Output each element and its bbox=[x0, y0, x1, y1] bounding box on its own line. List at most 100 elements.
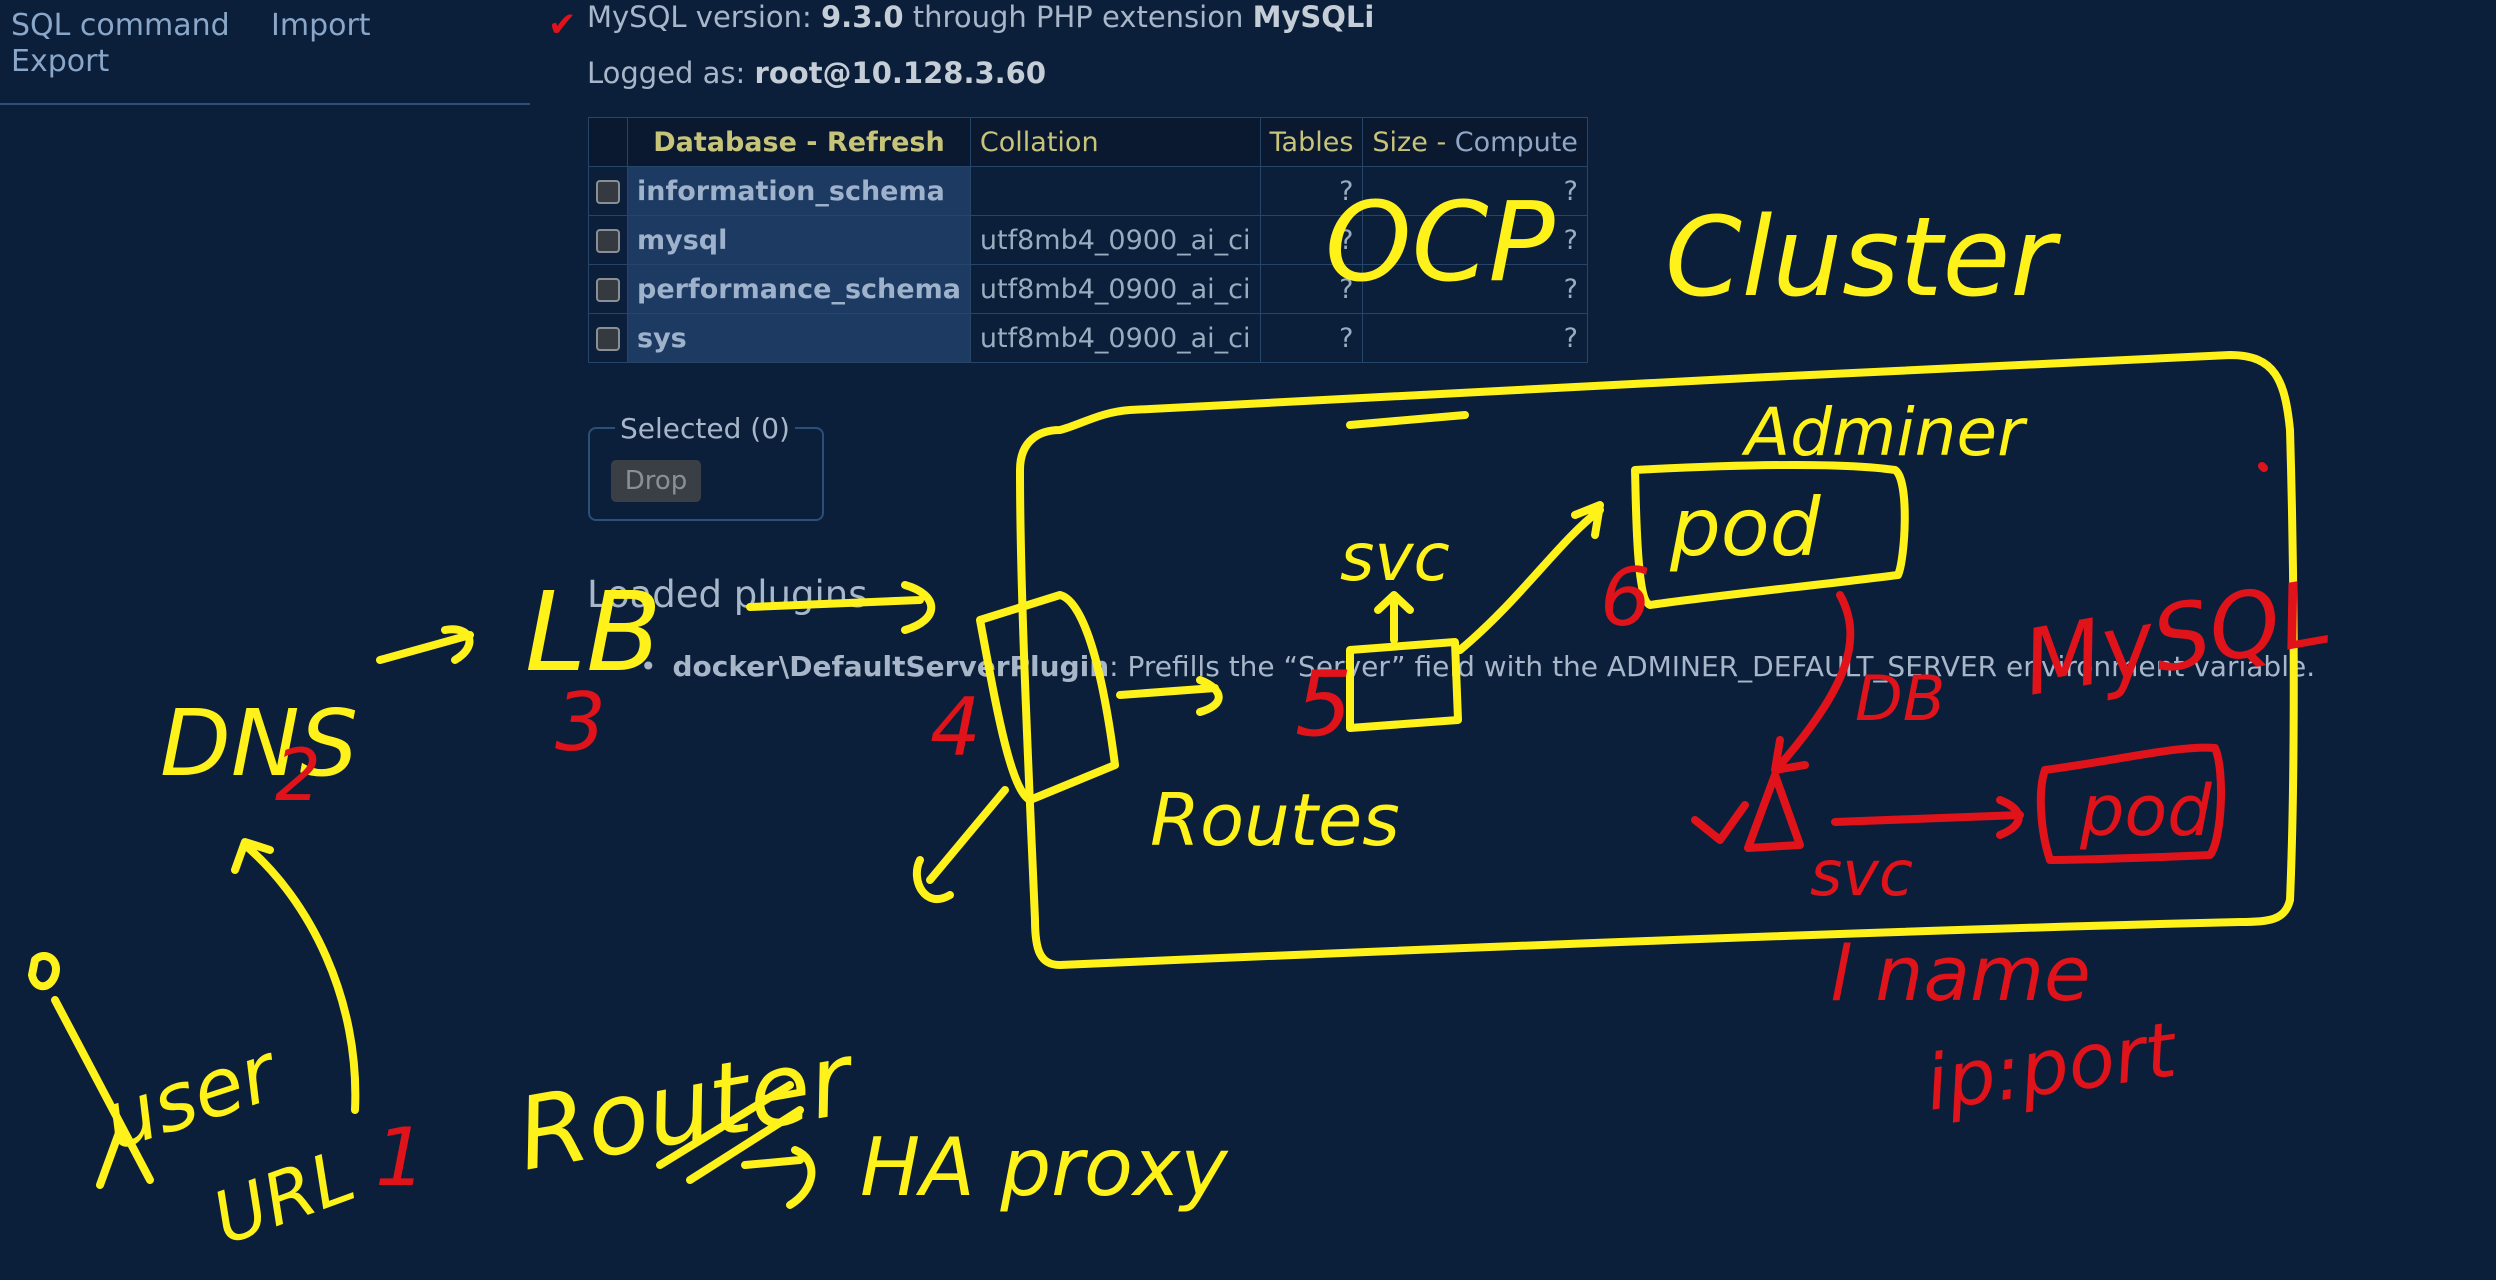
ocp-label: OCP bbox=[1325, 178, 1555, 306]
collation-cell: utf8mb4_0900_ai_ci bbox=[969, 313, 1261, 363]
router-shape bbox=[976, 591, 1119, 804]
user-label: user bbox=[92, 1024, 292, 1168]
table-row: information_schema ? ? bbox=[588, 166, 1588, 216]
tables-count-cell: ? bbox=[1259, 264, 1364, 314]
svc-bottom-label: svc bbox=[1810, 837, 1913, 910]
compute-link[interactable]: Compute bbox=[1454, 126, 1578, 158]
step-3: 3 bbox=[555, 676, 606, 769]
logged-as-label: Logged as: bbox=[587, 56, 746, 90]
tables-count-cell: ? bbox=[1259, 215, 1364, 265]
step-6: 6 bbox=[1600, 551, 1651, 644]
database-column-header: Database - Refresh bbox=[627, 117, 971, 167]
plugin-name: docker\DefaultServerPlugin bbox=[672, 650, 1110, 683]
haproxy-label: HA proxy bbox=[860, 1121, 1229, 1214]
dns-label: DNS bbox=[160, 690, 358, 797]
svc-arrow-up bbox=[1374, 591, 1414, 644]
db-label: DB bbox=[1855, 662, 1945, 735]
mysql-version-line: MySQL version: 9.3.0 through PHP extensi… bbox=[587, 0, 1374, 34]
mysql-version-label: MySQL version: bbox=[587, 0, 812, 34]
php-extension-label: through PHP extension bbox=[912, 0, 1244, 34]
checkmark-icon: ✔ bbox=[548, 5, 577, 45]
user-stick-figure bbox=[28, 952, 154, 1189]
database-table: Database - Refresh Collation Tables Size… bbox=[588, 117, 1588, 363]
tables-column-header: Tables bbox=[1259, 117, 1364, 167]
sidebar-divider bbox=[0, 103, 530, 105]
plugin-list-item: • docker\DefaultServerPlugin: Prefills th… bbox=[640, 650, 2315, 683]
adminer-pod-box bbox=[1631, 461, 1909, 609]
size-cell: ? bbox=[1362, 166, 1588, 216]
mysql-version-value: 9.3.0 bbox=[821, 0, 904, 34]
cluster-label: Cluster bbox=[1665, 193, 2061, 321]
database-name-link[interactable]: performance_schema bbox=[627, 264, 971, 314]
table-row: mysql utf8mb4_0900_ai_ci ? ? bbox=[588, 215, 1588, 265]
database-name-link[interactable]: mysql bbox=[627, 215, 971, 265]
refresh-link[interactable]: Refresh bbox=[826, 126, 945, 158]
arrow-lb-router bbox=[746, 581, 936, 634]
database-name-link[interactable]: information_schema bbox=[627, 166, 971, 216]
collation-column-header: Collation bbox=[969, 117, 1261, 167]
sidebar-link-export[interactable]: Export bbox=[11, 44, 110, 79]
tables-count-cell: ? bbox=[1259, 313, 1364, 363]
arrow-svc-pod bbox=[1456, 501, 1604, 654]
sidebar-link-import[interactable]: Import bbox=[271, 8, 371, 43]
cluster-top-line bbox=[1346, 411, 1469, 429]
row-checkbox-cell bbox=[588, 215, 628, 265]
underline-router bbox=[656, 1081, 804, 1184]
table-header-row: Database - Refresh Collation Tables Size… bbox=[588, 117, 1588, 167]
database-name-link[interactable]: sys bbox=[627, 313, 971, 363]
row-checkbox[interactable] bbox=[596, 278, 620, 302]
sidebar-link-sql-command[interactable]: SQL command bbox=[11, 8, 230, 43]
arrow-router-haproxy bbox=[741, 1146, 816, 1209]
svc-top-label: svc bbox=[1340, 519, 1450, 596]
size-column-header: Size - Compute bbox=[1362, 117, 1588, 167]
logged-user: root@10.128.3.60 bbox=[754, 56, 1047, 90]
lb-label: LB bbox=[525, 568, 662, 696]
table-row: performance_schema utf8mb4_0900_ai_ci ? … bbox=[588, 264, 1588, 314]
size-cell: ? bbox=[1362, 313, 1588, 363]
bullet-icon: • bbox=[640, 650, 657, 683]
row-checkbox[interactable] bbox=[596, 229, 620, 253]
adminer-label: Adminer bbox=[1741, 394, 2028, 471]
checkmark-mark bbox=[1691, 801, 1749, 844]
php-extension-value: MySQLi bbox=[1252, 0, 1375, 34]
arrow-svc-mysqlpod bbox=[1831, 796, 2024, 839]
sidebar-links: SQL command Import Export bbox=[11, 8, 531, 79]
collation-cell: utf8mb4_0900_ai_ci bbox=[969, 264, 1261, 314]
table-row: sys utf8mb4_0900_ai_ci ? ? bbox=[588, 313, 1588, 363]
size-header-label: Size bbox=[1372, 126, 1428, 158]
loaded-plugins-heading: Loaded plugins bbox=[587, 573, 868, 616]
svc-box bbox=[1346, 638, 1462, 732]
drop-button[interactable]: Drop bbox=[611, 460, 701, 502]
arrow-router-routes bbox=[1116, 676, 1223, 716]
lname-label: l name bbox=[1830, 929, 2091, 1018]
red-dot bbox=[2258, 462, 2268, 472]
url-label: URL bbox=[202, 1133, 365, 1261]
size-cell: ? bbox=[1362, 264, 1588, 314]
arrow-pod-svc bbox=[1771, 591, 1855, 774]
row-checkbox[interactable] bbox=[596, 327, 620, 351]
step-5: 5 bbox=[1295, 652, 1352, 757]
ipport-label: ip:port bbox=[1920, 1004, 2184, 1127]
step-2: 2 bbox=[275, 733, 321, 817]
arrow-router-down bbox=[912, 786, 1009, 904]
size-cell: ? bbox=[1362, 215, 1588, 265]
database-header-link[interactable]: Database bbox=[653, 126, 797, 158]
routes-label: Routes bbox=[1150, 778, 1400, 862]
selected-legend: Selected (0) bbox=[615, 412, 795, 445]
logged-as-line: Logged as: root@10.128.3.60 bbox=[587, 56, 1046, 90]
step-1: 1 bbox=[375, 1111, 426, 1204]
svc-triangle bbox=[1744, 771, 1804, 852]
plugin-description: : Prefills the “Server” field with the A… bbox=[1109, 650, 2316, 683]
step-4: 4 bbox=[930, 681, 981, 774]
row-checkbox-cell bbox=[588, 166, 628, 216]
mysql-pod-box bbox=[2036, 743, 2225, 864]
tables-count-cell: ? bbox=[1259, 166, 1364, 216]
pod-top-label: pod bbox=[1669, 481, 1822, 574]
row-checkbox[interactable] bbox=[596, 180, 620, 204]
arrow-dns-lb bbox=[376, 625, 474, 664]
pod-bottom-label: pod bbox=[2079, 770, 2212, 852]
select-all-column bbox=[588, 117, 628, 167]
collation-cell: utf8mb4_0900_ai_ci bbox=[969, 215, 1261, 265]
arrow-user-dns bbox=[231, 838, 360, 1114]
